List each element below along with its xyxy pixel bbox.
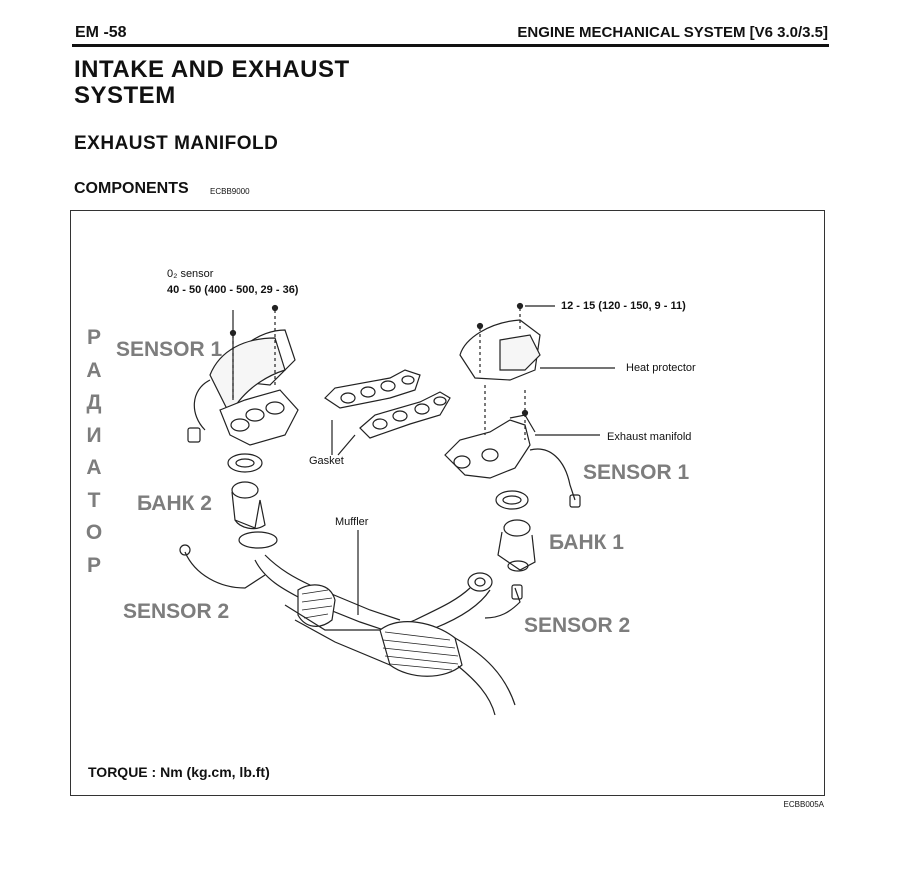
radiator-letter: Р bbox=[86, 326, 101, 349]
muffler-label: Muffler bbox=[335, 516, 369, 528]
chapter-title: ENGINE MECHANICAL SYSTEM [V6 3.0/3.5] bbox=[517, 24, 828, 41]
radiator-letter: И bbox=[86, 423, 102, 447]
exhaust-diagram bbox=[179, 302, 615, 716]
o2-sensor-torque: 40 - 50 (400 - 500, 29 - 36) bbox=[167, 284, 299, 296]
page-title: INTAKE AND EXHAUST SYSTEM bbox=[74, 57, 350, 109]
diagram-frame bbox=[70, 210, 825, 796]
bank2-label: БАНК 2 bbox=[137, 492, 212, 515]
sensor2-left-label: SENSOR 2 bbox=[123, 600, 230, 623]
header-rule bbox=[72, 44, 829, 47]
sensor2-right-label: SENSOR 2 bbox=[524, 614, 631, 637]
section-subtitle: EXHAUST MANIFOLD bbox=[74, 133, 279, 154]
sensor1-left-label: SENSOR 1 bbox=[116, 338, 223, 361]
bolt-torque-label: 12 - 15 (120 - 150, 9 - 11) bbox=[561, 300, 686, 312]
radiator-letter: А bbox=[86, 358, 102, 382]
components-code: ECBB9000 bbox=[210, 187, 250, 196]
exhaust-manifold-label: Exhaust manifold bbox=[607, 431, 692, 443]
page-title-line2: SYSTEM bbox=[74, 82, 176, 109]
heat-protector-label: Heat protector bbox=[626, 362, 696, 374]
torque-units-note: TORQUE : Nm (kg.cm, lb.ft) bbox=[88, 764, 270, 780]
radiator-vertical-label: Р А Д И А Т О Р bbox=[84, 322, 104, 582]
radiator-letter: Д bbox=[86, 391, 102, 414]
bank1-label: БАНК 1 bbox=[549, 531, 624, 554]
radiator-letter: Р bbox=[86, 553, 101, 577]
components-heading: COMPONENTS bbox=[74, 180, 189, 197]
page-title-line1: INTAKE AND EXHAUST bbox=[74, 56, 350, 83]
page-number: EM -58 bbox=[75, 24, 127, 41]
radiator-letter: Т bbox=[87, 488, 101, 512]
sensor1-right-label: SENSOR 1 bbox=[583, 461, 690, 484]
radiator-letter: О bbox=[85, 521, 103, 544]
diagram-code: ECBB005A bbox=[783, 800, 824, 809]
o2-sensor-label: 0₂ sensor bbox=[167, 268, 214, 280]
radiator-letter: А bbox=[86, 456, 102, 479]
gasket-label: Gasket bbox=[309, 455, 344, 467]
